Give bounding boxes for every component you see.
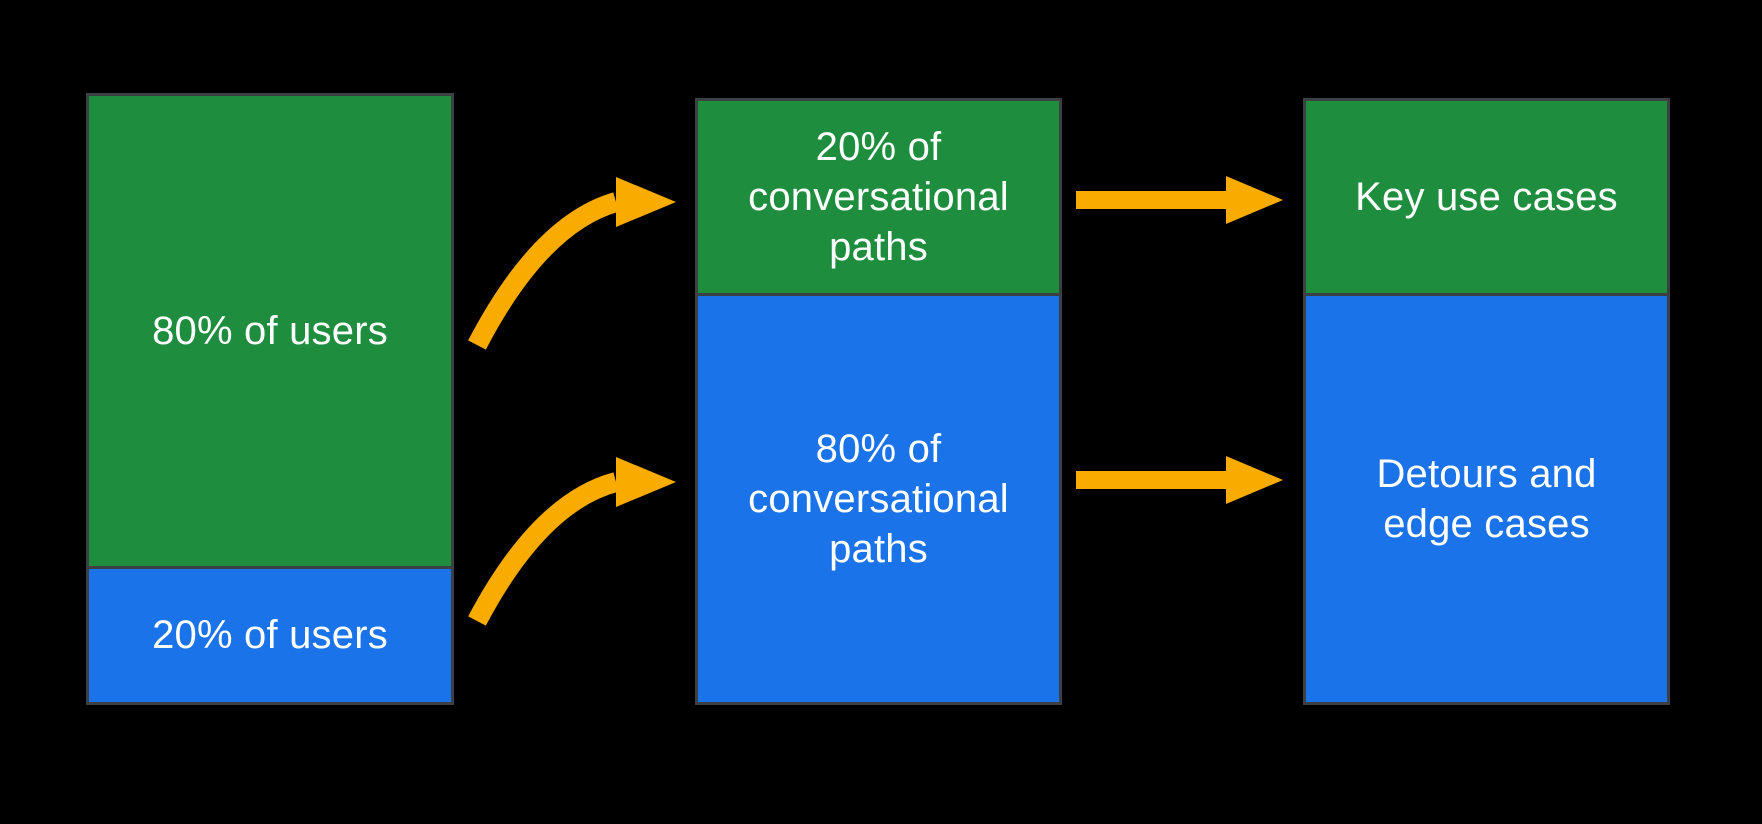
- arrow-shaft: [468, 192, 620, 350]
- segment-paths-minority-label: 20% of conversational paths: [748, 125, 1009, 270]
- segment-paths-minority: 20% of conversational paths: [698, 101, 1059, 294]
- arrow-shaft: [1076, 471, 1228, 489]
- bar-users: 80% of users 20% of users: [86, 93, 454, 705]
- straight-arrow-top-icon: [1076, 176, 1283, 224]
- bar-conversational-paths: 20% of conversational paths 80% of conve…: [695, 98, 1062, 705]
- segment-paths-majority-label: 80% of conversational paths: [748, 427, 1009, 572]
- straight-arrow-bottom-icon: [1076, 456, 1283, 504]
- segment-detours-edge-cases-label: Detours and edge cases: [1376, 452, 1597, 547]
- segment-users-minority-label: 20% of users: [152, 613, 388, 658]
- bar-outcomes: Key use cases Detours and edge cases: [1303, 98, 1670, 705]
- arrow-shaft: [1076, 191, 1228, 209]
- arrow-head: [616, 177, 676, 227]
- segment-detours-edge-cases: Detours and edge cases: [1306, 293, 1667, 702]
- curved-arrow-top-icon: [468, 177, 676, 350]
- curved-arrow-bottom-icon: [468, 457, 676, 626]
- segment-key-use-cases: Key use cases: [1306, 101, 1667, 294]
- segment-paths-majority: 80% of conversational paths: [698, 293, 1059, 702]
- arrow-head: [616, 457, 676, 507]
- segment-users-minority: 20% of users: [89, 565, 451, 702]
- arrow-head: [1226, 176, 1283, 224]
- segment-users-majority-label: 80% of users: [152, 308, 388, 353]
- segment-users-majority: 80% of users: [89, 96, 451, 566]
- arrow-head: [1226, 456, 1283, 504]
- arrow-shaft: [468, 472, 619, 626]
- segment-key-use-cases-label: Key use cases: [1355, 175, 1618, 220]
